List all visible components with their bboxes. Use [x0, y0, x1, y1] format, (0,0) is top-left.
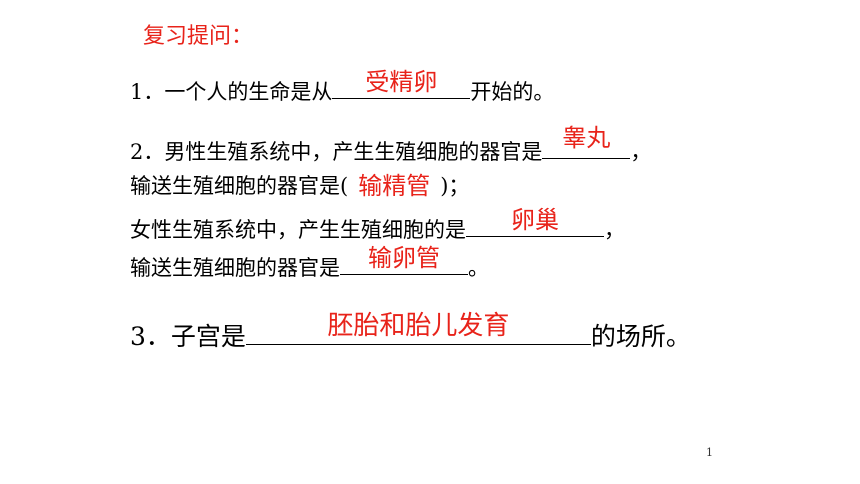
question-2-line-2-text-after: )； — [440, 174, 470, 198]
question-2-line-4-blank: 输卵管 — [340, 244, 468, 275]
question-2-line-1-text-after: ， — [630, 140, 652, 164]
question-1-answer: 受精卵 — [365, 68, 438, 96]
question-3-text-after: 的场所。 — [590, 322, 691, 351]
question-2-line-3-text-after: ， — [604, 218, 625, 242]
question-3-blank: 胚胎和胎儿发育 — [245, 312, 591, 345]
question-2-line-1-text-before: 2．男性生殖系统中，产生生殖细胞的器官是 — [130, 140, 543, 164]
question-2-line-4-answer: 输卵管 — [368, 244, 440, 272]
question-2-line-3-blank: 卵巢 — [466, 206, 604, 237]
question-1-text-before: 1．一个人的生命是从 — [130, 80, 333, 104]
question-2-line-4: 输送生殖细胞的器官是 输卵管 。 — [130, 244, 489, 281]
question-2-line-1-answer: 睾丸 — [562, 124, 611, 152]
question-2-line-3-text-before: 女性生殖系统中，产生生殖细胞的是 — [130, 218, 466, 242]
question-2-line-4-text-before: 输送生殖细胞的器官是 — [130, 256, 340, 280]
question-1-text-after: 开始的。 — [470, 80, 555, 104]
question-2-line-2-answer: 输精管 — [358, 172, 431, 200]
question-2-line-3: 女性生殖系统中，产生生殖细胞的是 卵巢 ， — [130, 206, 625, 243]
question-3-text-before: 3．子宫是 — [130, 322, 246, 351]
question-2-line-4-text-after: 。 — [468, 256, 489, 280]
question-1-blank: 受精卵 — [332, 68, 471, 99]
question-3-answer: 胚胎和胎儿发育 — [327, 311, 510, 341]
question-2-line-2: 输送生殖细胞的器官是( 输精管 )； — [130, 172, 469, 199]
question-2-line-2-text-before: 输送生殖细胞的器官是( — [130, 174, 349, 198]
page-number: 1 — [706, 446, 713, 459]
question-2-line-1-blank: 睾丸 — [542, 124, 631, 159]
question-3: 3．子宫是 胚胎和胎儿发育 的场所。 — [130, 312, 691, 352]
review-heading: 复习提问： — [143, 24, 254, 49]
question-2-line-3-answer: 卵巢 — [511, 206, 559, 234]
question-2-line-1: 2．男性生殖系统中，产生生殖细胞的器官是睾丸 ， — [130, 124, 652, 165]
question-1: 1．一个人的生命是从 受精卵 开始的。 — [130, 68, 555, 105]
